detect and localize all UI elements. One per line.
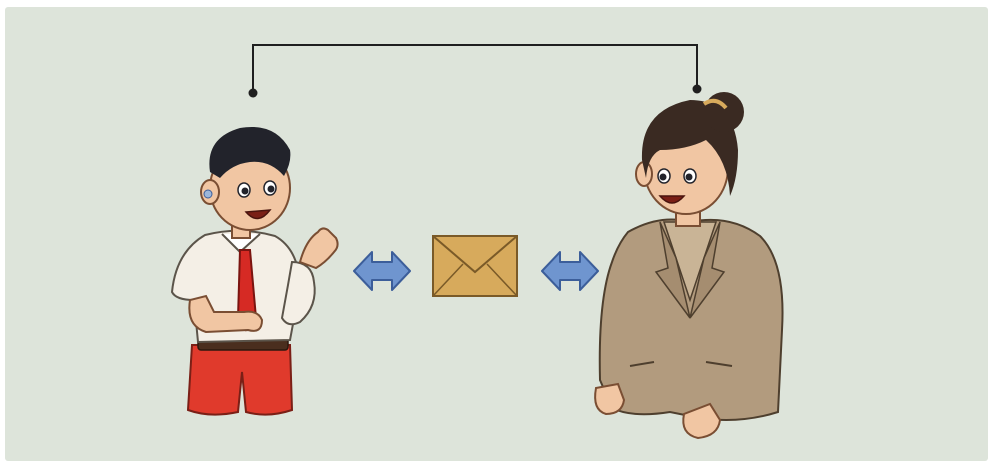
panel-background bbox=[5, 7, 988, 461]
connector-endpoint-left bbox=[249, 89, 258, 98]
connector-endpoint-right bbox=[693, 85, 702, 94]
envelope-icon bbox=[433, 236, 517, 296]
